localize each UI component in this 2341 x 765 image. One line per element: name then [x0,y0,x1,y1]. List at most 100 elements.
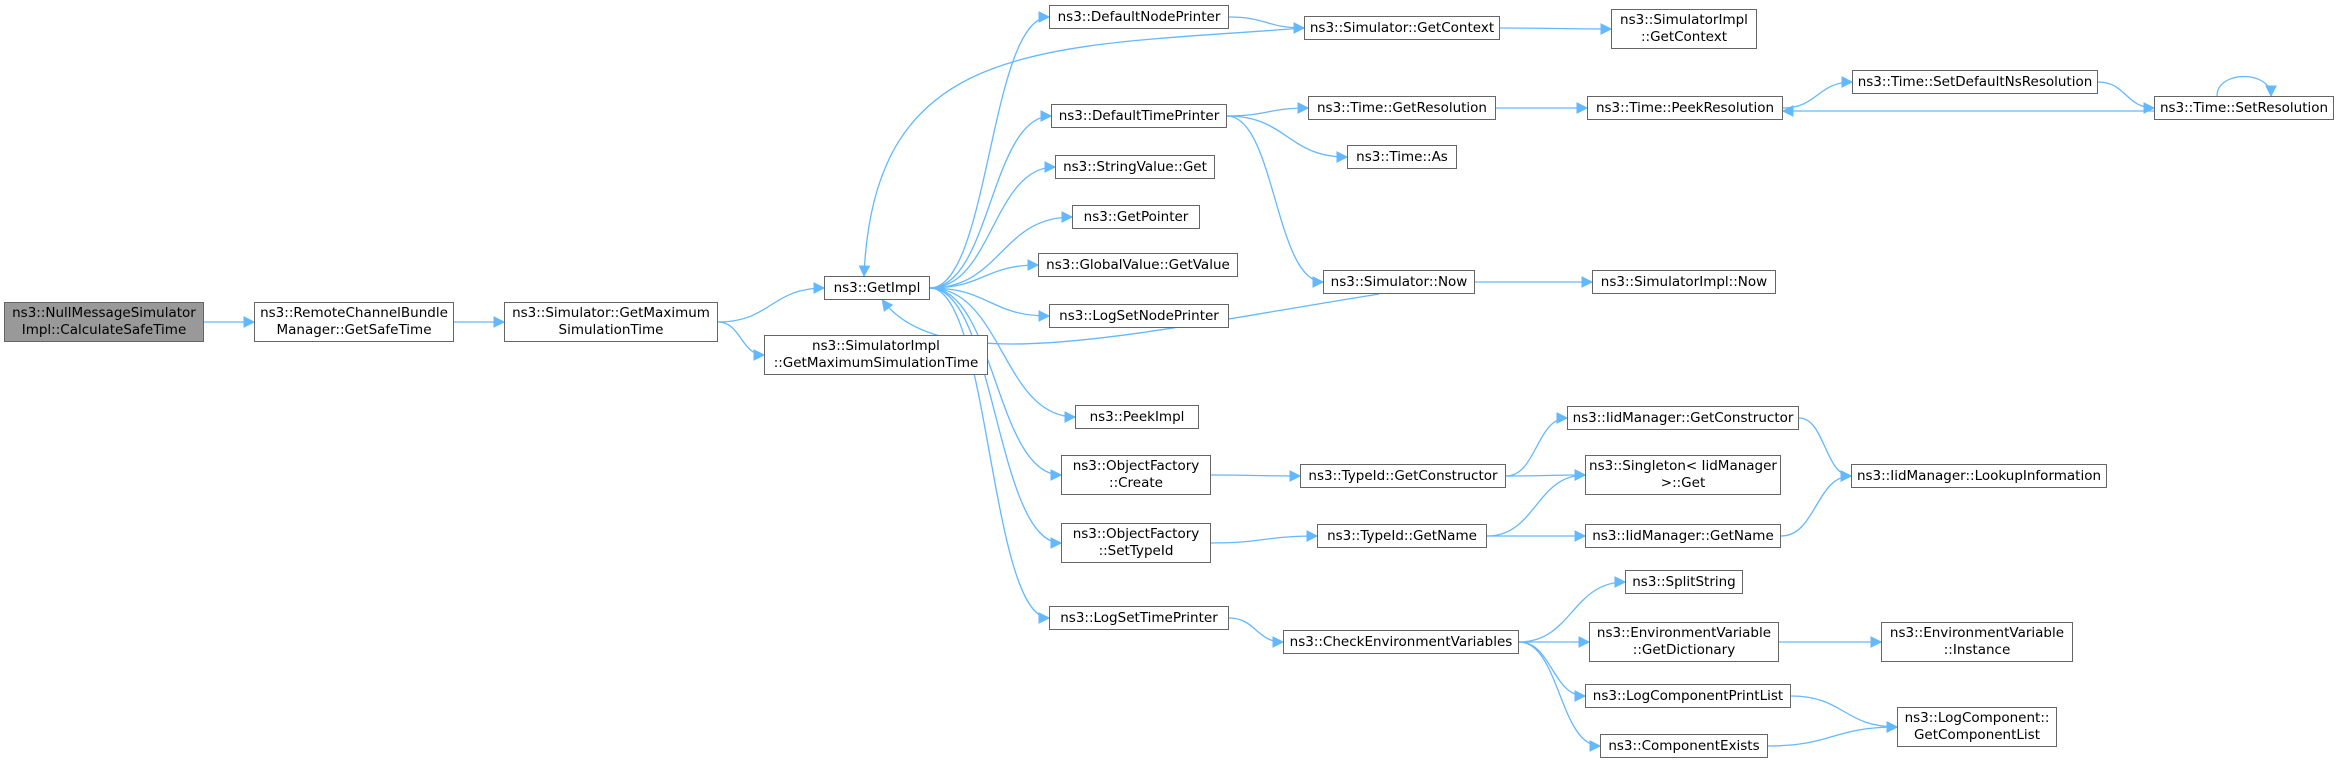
node-simulatorimpl-now[interactable]: ns3::SimulatorImpl::Now [1592,270,1776,294]
node-iidmanager-get-name[interactable]: ns3::IidManager::GetName [1585,524,1781,548]
node-label: ns3::GetPointer [1083,208,1189,225]
node-label: ns3::NullMessageSimulator [12,305,196,321]
node-label: ns3::EnvironmentVariable [1889,625,2065,641]
node-log-component-get-component-list[interactable]: ns3::LogComponent::GetComponentList [1897,707,2057,747]
edge-get-impl-to-get-pointer [929,211,1074,289]
node-log-component-print-list[interactable]: ns3::LogComponentPrintList [1585,684,1791,708]
node-get-pointer[interactable]: ns3::GetPointer [1072,205,1200,229]
edge-time-set-resolution-to-time-set-resolution [2216,76,2277,98]
node-simulator-get-context[interactable]: ns3::Simulator::GetContext [1304,16,1500,40]
node-simulator-now[interactable]: ns3::Simulator::Now [1323,270,1475,294]
node-component-exists[interactable]: ns3::ComponentExists [1600,734,1768,758]
node-label: ::GetContext [1640,29,1728,45]
node-label: ns3::Time::SetDefaultNsResolution [1857,73,2093,90]
node-label: ns3::GetImpl [833,279,921,296]
edge-simulator-get-context-to-get-impl [858,27,1305,278]
node-singleton-get[interactable]: ns3::Singleton< IidManager >::Get [1585,455,1781,495]
edge-default-time-printer-to-time-get-resolution [1226,102,1310,117]
node-label: ns3::GlobalValue::GetValue [1046,256,1230,273]
node-label: ns3::PeekImpl [1089,408,1185,425]
node-label: ::SetTypeId [1098,543,1174,559]
node-iidmanager-get-constructor[interactable]: ns3::IidManager::GetConstructor [1567,406,1799,430]
node-label: ns3::ComponentExists [1608,737,1760,754]
node-typeid-get-name[interactable]: ns3::TypeId::GetName [1317,524,1487,548]
node-simulatorimpl-get-max-sim-time[interactable]: ns3::SimulatorImpl::GetMaximumSimulation… [764,335,988,375]
edge-simulator-now-to-get-impl [881,293,1380,345]
node-label: Impl::CalculateSafeTime [21,322,187,338]
node-simulatorimpl-get-context[interactable]: ns3::SimulatorImpl::GetContext [1611,9,1757,49]
node-label: ns3::Time::PeekResolution [1595,99,1775,116]
node-object-factory-create[interactable]: ns3::ObjectFactory::Create [1061,455,1211,495]
edge-get-impl-to-log-set-node-printer [929,287,1051,322]
node-string-value-get[interactable]: ns3::StringValue::Get [1055,155,1215,179]
node-label: SimulationTime [558,322,664,338]
node-peek-impl[interactable]: ns3::PeekImpl [1075,405,1199,429]
node-env-var-instance[interactable]: ns3::EnvironmentVariable::Instance [1881,622,2073,662]
node-label: ns3::IidManager::GetConstructor [1572,409,1794,426]
edge-object-factory-create-to-typeid-get-constructor [1210,470,1302,482]
node-log-set-time-printer[interactable]: ns3::LogSetTimePrinter [1049,606,1229,630]
node-label: ns3::TypeId::GetName [1327,527,1477,544]
node-label: ns3::Simulator::GetMaximum [512,305,710,321]
node-get-impl[interactable]: ns3::GetImpl [824,276,930,300]
node-label: ns3::EnvironmentVariable [1596,625,1772,641]
node-label: ns3::DefaultTimePrinter [1058,107,1220,124]
edge-simulator-get-max-sim-time-to-get-impl [717,282,826,323]
node-default-node-printer[interactable]: ns3::DefaultNodePrinter [1049,5,1229,29]
node-iidmanager-lookup-information[interactable]: ns3::IidManager::LookupInformation [1851,464,2107,488]
node-label: ns3::Time::SetResolution [2159,99,2329,116]
node-label: ns3::SplitString [1632,573,1736,590]
edge-log-set-time-printer-to-check-environment-variables [1228,617,1285,648]
edge-time-peek-resolution-to-time-set-default-ns-resolution [1782,76,1854,109]
edge-log-component-print-list-to-log-component-get-component-list [1790,695,1899,733]
edge-get-impl-to-log-set-time-printer [929,287,1051,624]
node-label: ns3::LogSetTimePrinter [1060,609,1218,626]
node-check-environment-variables[interactable]: ns3::CheckEnvironmentVariables [1283,630,1519,654]
node-default-time-printer[interactable]: ns3::DefaultTimePrinter [1051,104,1227,128]
edge-check-environment-variables-to-log-component-print-list [1518,641,1587,702]
node-label: ns3::SimulatorImpl [1620,12,1748,28]
node-label: ns3::LogComponentPrintList [1592,687,1784,704]
edge-time-set-default-ns-resolution-to-time-set-resolution [2097,81,2156,114]
node-log-set-node-printer[interactable]: ns3::LogSetNodePrinter [1049,304,1229,328]
edge-get-impl-to-object-factory-set-type-id [929,287,1063,549]
edge-default-node-printer-to-simulator-get-context [1228,16,1306,34]
node-label: ns3::Time::GetResolution [1316,99,1487,116]
node-label: ns3::LogComponent:: [1904,710,2050,726]
node-label: ns3::Simulator::Now [1330,273,1468,290]
node-label: ns3::LogSetNodePrinter [1059,307,1219,324]
node-time-peek-resolution[interactable]: ns3::Time::PeekResolution [1587,96,1783,120]
node-time-get-resolution[interactable]: ns3::Time::GetResolution [1308,96,1496,120]
edge-check-environment-variables-to-split-string [1518,576,1627,643]
edge-get-impl-to-global-value-get-value [929,259,1040,289]
node-object-factory-set-type-id[interactable]: ns3::ObjectFactory::SetTypeId [1061,523,1211,563]
node-time-set-resolution[interactable]: ns3::Time::SetResolution [2154,96,2334,120]
node-global-value-get-value[interactable]: ns3::GlobalValue::GetValue [1038,253,1238,277]
node-time-set-default-ns-resolution[interactable]: ns3::Time::SetDefaultNsResolution [1852,70,2098,94]
edge-component-exists-to-log-component-get-component-list [1767,721,1899,747]
node-label: ns3::Simulator::GetContext [1309,19,1495,36]
node-time-as[interactable]: ns3::Time::As [1347,145,1457,169]
edge-simulator-get-context-to-simulatorimpl-get-context [1499,23,1613,35]
node-label: ns3::SimulatorImpl::Now [1600,273,1768,290]
node-env-var-get-dictionary[interactable]: ns3::EnvironmentVariable::GetDictionary [1589,622,1779,662]
node-label: ns3::ObjectFactory [1072,458,1200,474]
edge-get-impl-to-default-node-printer [929,11,1051,289]
node-label: GetComponentList [1913,727,2041,743]
edge-simulator-get-max-sim-time-to-simulatorimpl-get-max-sim-time [717,321,766,361]
node-label: ::GetMaximumSimulationTime [773,355,979,371]
edge-object-factory-set-type-id-to-typeid-get-name [1210,530,1319,544]
edge-default-time-printer-to-simulator-now [1226,115,1325,288]
node-split-string[interactable]: ns3::SplitString [1625,570,1743,594]
node-label: ::Create [1109,475,1163,491]
edge-typeid-get-constructor-to-iidmanager-get-constructor [1505,412,1569,477]
edge-iidmanager-get-constructor-to-iidmanager-lookup-information [1798,417,1853,482]
edge-default-time-printer-to-time-as [1226,115,1349,163]
node-label: ns3::RemoteChannelBundle [260,305,448,321]
node-typeid-get-constructor[interactable]: ns3::TypeId::GetConstructor [1300,464,1506,488]
node-label: ns3::IidManager::LookupInformation [1856,467,2102,484]
